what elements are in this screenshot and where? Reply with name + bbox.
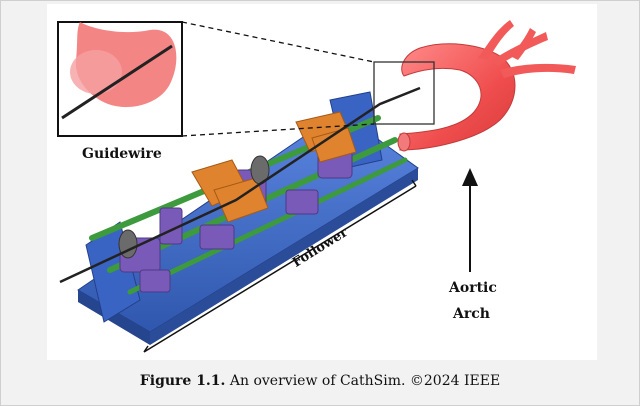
zoom-connector-lines xyxy=(181,21,375,137)
figure-caption-text: An overview of CathSim. ©2024 IEEE xyxy=(229,373,501,389)
zoom-region-box xyxy=(373,61,435,125)
guidewire-inset xyxy=(57,21,183,137)
aortic-arch-model xyxy=(397,20,576,152)
aortic-label: Aortic xyxy=(449,280,497,296)
figure-number: Figure 1.1. xyxy=(139,373,226,389)
orange-clamps xyxy=(191,111,357,223)
figure-caption: Figure 1.1. An overview of CathSim. ©202… xyxy=(0,373,640,389)
guidewire-line xyxy=(59,86,421,284)
arch-label: Arch xyxy=(453,306,490,322)
guidewire-label: Guidewire xyxy=(82,146,162,162)
follower-bracket xyxy=(143,179,417,353)
drive-wheels xyxy=(118,155,270,259)
aortic-arch-arrow xyxy=(462,168,478,272)
